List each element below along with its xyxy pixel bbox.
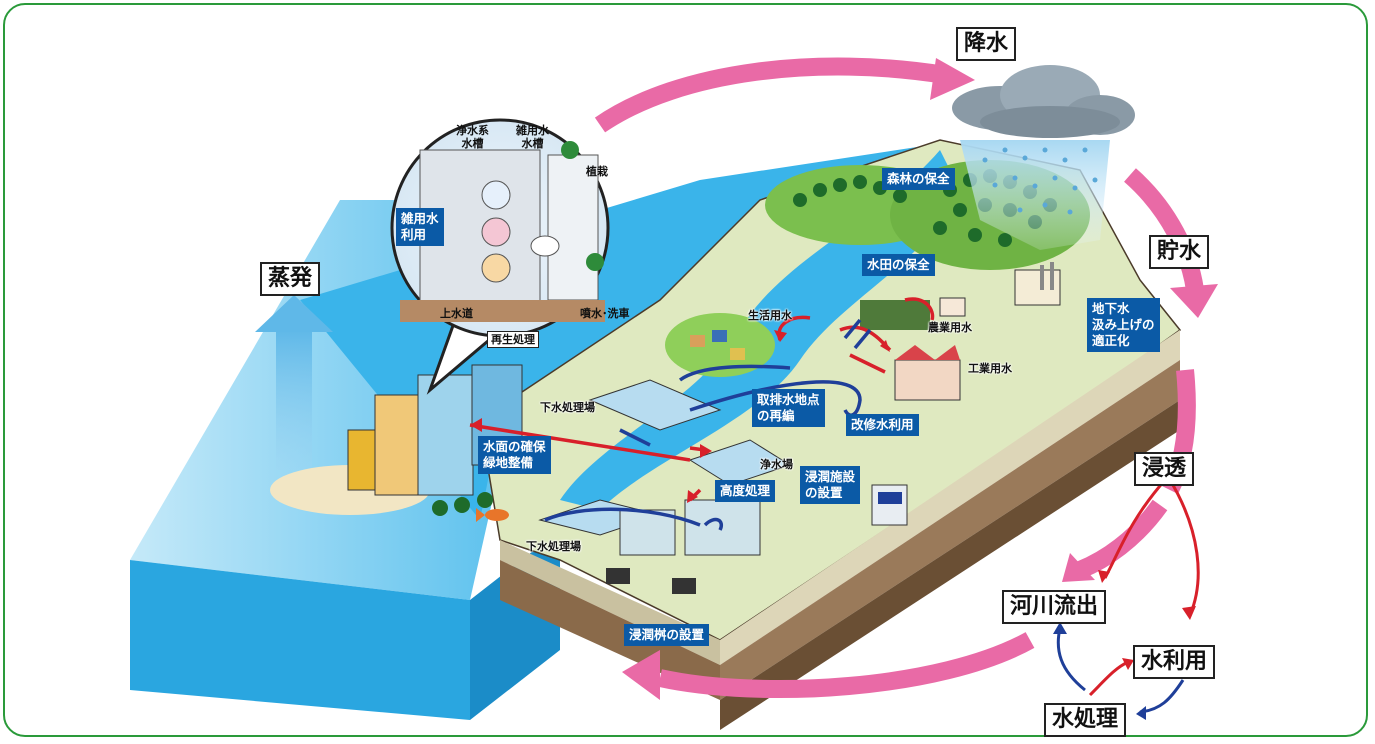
tag-infiltration-facility: 浸潤施設 の設置 xyxy=(800,466,861,504)
rain-cloud xyxy=(952,65,1135,250)
label-clean-tank: 浄水系 水槽 xyxy=(456,124,489,150)
evaporation-arrow xyxy=(255,295,333,470)
city-buildings xyxy=(270,364,523,516)
tag-reuse: 改修水利用 xyxy=(846,414,919,436)
label-fountain: 噴水･洗車 xyxy=(580,307,630,320)
tag-infiltration-basin: 浸潤桝の設置 xyxy=(624,624,710,646)
land-soil xyxy=(500,560,720,700)
evaporation-box: 蒸発 xyxy=(260,262,321,296)
cycle-link-heads xyxy=(1053,570,1196,720)
tag-forest: 森林の保全 xyxy=(882,168,955,190)
water-treatment-box: 水処理 xyxy=(1044,703,1127,737)
cycle-arrow-heads xyxy=(622,58,1218,700)
label-gray-tank: 雑用水 水槽 xyxy=(516,124,549,150)
label-recycle: 再生処理 xyxy=(487,331,539,348)
infiltration-basins xyxy=(606,568,696,594)
tag-advanced: 高度処理 xyxy=(715,480,776,502)
infiltration-box: 浸透 xyxy=(1134,452,1195,486)
tag-gray-water-use: 雑用水 利用 xyxy=(396,208,444,246)
tag-paddy: 水田の保全 xyxy=(862,254,935,276)
tag-groundwater: 地下水 汲み上げの 適正化 xyxy=(1087,298,1160,352)
label-sewage-plant-1: 下水処理場 xyxy=(540,401,595,414)
cycle-link-arrows xyxy=(1056,479,1200,714)
label-supply: 上水道 xyxy=(440,307,473,320)
water-use-box: 水利用 xyxy=(1133,645,1216,679)
precipitation-box: 降水 xyxy=(956,27,1017,61)
storage-box: 貯水 xyxy=(1149,235,1210,269)
label-agricultural: 農業用水 xyxy=(928,321,972,334)
label-industrial: 工業用水 xyxy=(968,362,1012,375)
tag-waterfront: 水面の確保 緑地整備 xyxy=(478,436,551,474)
label-planting: 植栽 xyxy=(586,165,608,178)
label-purification: 浄水場 xyxy=(760,458,793,471)
tag-intake: 取排水地点 の再編 xyxy=(752,389,825,427)
label-domestic: 生活用水 xyxy=(748,309,792,322)
label-sewage-plant-2: 下水処理場 xyxy=(526,540,581,553)
red-arrow-heads xyxy=(470,330,890,503)
river-outflow-box: 河川流出 xyxy=(1002,590,1107,624)
fish-icon xyxy=(476,508,509,522)
